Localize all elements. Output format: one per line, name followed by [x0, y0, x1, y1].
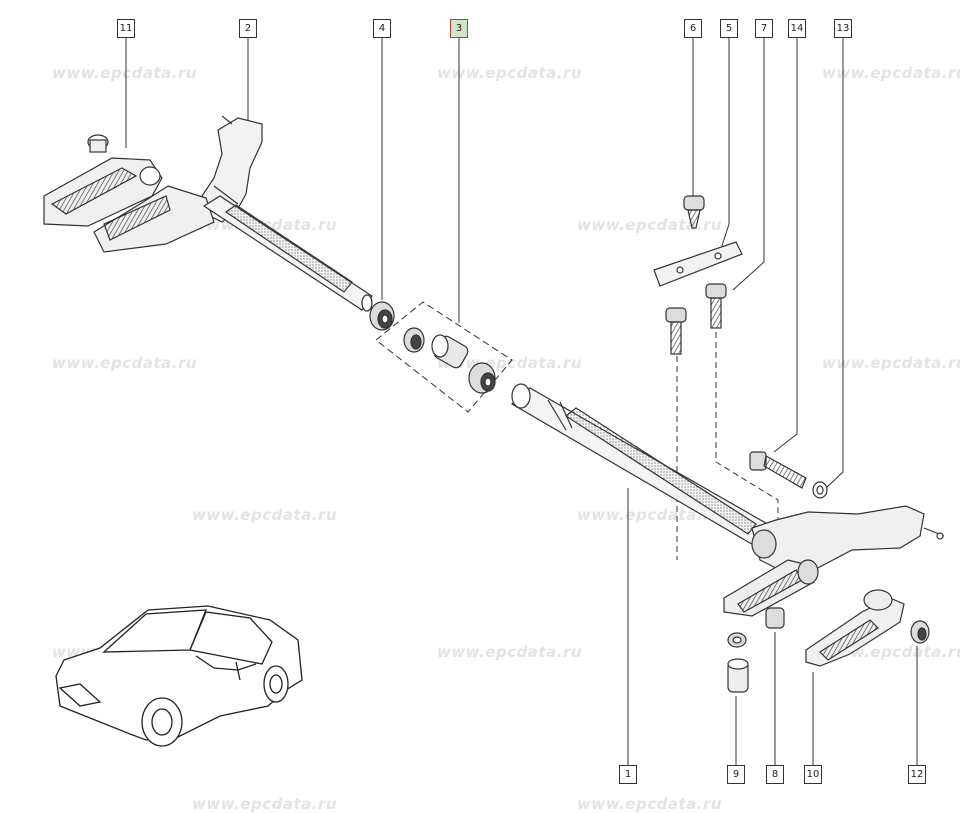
watermark: www.epcdata.ru: [52, 64, 198, 82]
callout-3-selected[interactable]: 3: [450, 19, 468, 38]
callout-10[interactable]: 10: [804, 765, 822, 784]
leader-5: [719, 37, 730, 253]
callout-6[interactable]: 6: [684, 19, 702, 38]
callout-9[interactable]: 9: [727, 765, 745, 784]
callout-12[interactable]: 12: [908, 765, 926, 784]
watermark: www.epcdata.ru: [437, 64, 583, 82]
leader-13: [825, 37, 844, 489]
watermark: www.epcdata.ru: [577, 216, 723, 234]
callout-7[interactable]: 7: [755, 19, 773, 38]
watermark: www.epcdata.ru: [52, 354, 198, 372]
callout-14[interactable]: 14: [788, 19, 806, 38]
right-arm-assembly: [723, 505, 945, 617]
watermark: www.epcdata.ru: [822, 64, 960, 82]
left-arm-assembly: [43, 115, 263, 253]
callout-8[interactable]: 8: [766, 765, 784, 784]
bushing-4: [369, 301, 395, 331]
watermark: www.epcdata.ru: [822, 354, 960, 372]
callout-13[interactable]: 13: [834, 19, 852, 38]
watermark: www.epcdata.ru: [192, 506, 338, 524]
watermark: www.epcdata.ru: [577, 506, 723, 524]
bolt-14: [749, 451, 828, 499]
torsion-bar-1: [510, 383, 779, 551]
bushings-8-9: [727, 607, 785, 693]
bracket-10: [805, 589, 905, 667]
callout-2[interactable]: 2: [239, 19, 257, 38]
left-shaft: [202, 195, 373, 312]
vehicle-thumbnail: [55, 605, 303, 747]
callout-11[interactable]: 11: [117, 19, 135, 38]
kit-outline: [375, 301, 513, 413]
leader-14: [773, 37, 798, 453]
callout-5[interactable]: 5: [720, 19, 738, 38]
callout-4[interactable]: 4: [373, 19, 391, 38]
callout-1[interactable]: 1: [619, 765, 637, 784]
bushing-kit-3: [403, 327, 496, 394]
watermark: www.epcdata.ru: [437, 643, 583, 661]
nut-12: [910, 620, 930, 644]
leader-7: [732, 37, 765, 291]
hardware-top-right: [653, 195, 743, 355]
